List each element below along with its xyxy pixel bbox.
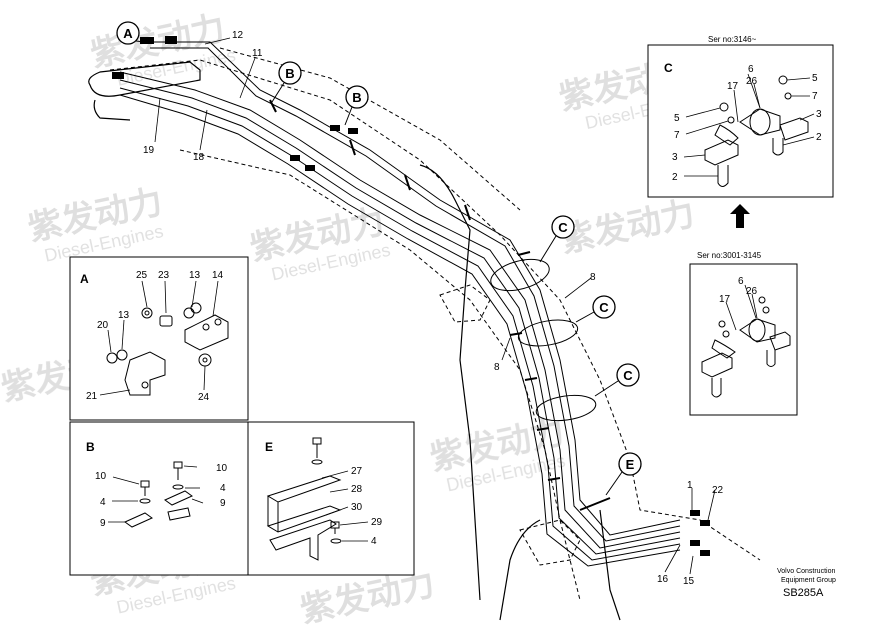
- part-number-label: 17: [719, 294, 731, 305]
- part-number-label: 10: [95, 471, 107, 482]
- part-number-label: 13: [189, 270, 201, 281]
- part-number-label: 8: [590, 272, 596, 283]
- part-number-label: 23: [158, 270, 170, 281]
- panel-c-title: C: [664, 61, 673, 75]
- detail-panel-e: E 27 28 30 29 4: [247, 421, 415, 576]
- arrow-up: [730, 204, 750, 228]
- part-number-label: 26: [746, 286, 758, 297]
- hose-bundle: [119, 41, 681, 567]
- part-number-label: 19: [143, 145, 155, 156]
- part-number-label: 5: [812, 73, 818, 84]
- part-number-label: 25: [136, 270, 148, 281]
- part-number-label: 7: [674, 130, 680, 141]
- boom-outline: [109, 47, 761, 601]
- hose-clamps: [269, 99, 611, 511]
- panel-a-title: A: [80, 272, 89, 286]
- panel-b-title: B: [86, 440, 95, 454]
- part-number-label: 2: [672, 172, 678, 183]
- part-number-label: 26: [746, 76, 758, 87]
- panel-e-title: E: [265, 440, 273, 454]
- part-number-label: 3: [816, 109, 822, 120]
- callout-b1: B: [271, 61, 302, 103]
- part-number-label: 21: [86, 391, 98, 402]
- part-number-label: 15: [683, 576, 695, 587]
- part-number-label: 12: [232, 30, 244, 41]
- part-number-label: C: [558, 220, 568, 235]
- boom-body: [88, 61, 621, 621]
- part-number-label: 9: [220, 498, 226, 509]
- part-number-label: E: [626, 457, 635, 472]
- part-number-label: 7: [812, 91, 818, 102]
- detail-panel-b: B 10 10 4 4 9 9: [69, 421, 249, 576]
- part-number-label: 17: [727, 81, 739, 92]
- detail-panel-c-old: Ser no:3001-3145 6 26 17: [689, 251, 798, 416]
- part-number-label: 10: [216, 463, 228, 474]
- part-number-label: 6: [738, 276, 744, 287]
- callout-b2: B: [344, 85, 369, 126]
- footer-line2: Equipment Group: [781, 577, 836, 584]
- part-number-label: 13: [118, 310, 130, 321]
- footer-line1: Volvo Construction: [777, 568, 835, 575]
- watermark-cn: 紫发动力: [557, 195, 698, 260]
- part-number-label: 4: [371, 536, 377, 547]
- part-number-label: 18: [193, 152, 205, 163]
- callout-a: A: [116, 21, 146, 45]
- part-number-label: C: [599, 300, 609, 315]
- callout-c1: C: [539, 215, 575, 263]
- part-number-label: 29: [371, 517, 383, 528]
- part-number-label: C: [623, 368, 633, 383]
- part-number-label: B: [352, 90, 361, 105]
- part-number-label: 24: [198, 392, 210, 403]
- part-number-label: 4: [100, 497, 106, 508]
- callout-c3: C: [594, 363, 640, 397]
- part-number-label: 9: [100, 518, 106, 529]
- callout-e: E: [605, 452, 642, 496]
- part-number-label: 28: [351, 484, 363, 495]
- part-number-label: 16: [657, 574, 669, 585]
- main-part-label-text: 12 11 19 18 8 8 1 22 16 15: [143, 30, 724, 587]
- detail-panel-c-new: Ser no:3146~ C 6 26 5: [647, 35, 834, 198]
- callout-circles: A B B C C C E: [116, 21, 642, 496]
- part-number-label: 30: [351, 502, 363, 513]
- part-number-label: B: [285, 66, 294, 81]
- fittings-top: [112, 36, 710, 556]
- footer-code: SB285A: [783, 587, 824, 599]
- detail-panel-a: A 25 23 13 14 20 13 21 24: [69, 256, 249, 421]
- part-number-label: 6: [748, 64, 754, 75]
- part-number-label: 20: [97, 320, 109, 331]
- part-number-label: 11: [252, 48, 263, 59]
- callout-c2: C: [575, 295, 616, 323]
- main-part-labels: [154, 37, 716, 575]
- part-number-label: 14: [212, 270, 224, 281]
- part-number-label: 27: [351, 466, 363, 477]
- serial-3146: Ser no:3146~: [708, 35, 757, 44]
- part-number-label: 4: [220, 483, 226, 494]
- part-number-label: 3: [672, 152, 678, 163]
- part-number-label: 2: [816, 132, 822, 143]
- part-number-label: 5: [674, 113, 680, 124]
- footer-credit: Volvo Construction Equipment Group SB285…: [777, 568, 836, 599]
- part-number-label: 1: [687, 480, 693, 491]
- section-ellipses: [490, 258, 597, 422]
- part-number-label: 22: [712, 485, 724, 496]
- part-number-label: A: [123, 26, 133, 41]
- part-number-label: 8: [494, 362, 500, 373]
- serial-3001-3145: Ser no:3001-3145: [697, 251, 762, 260]
